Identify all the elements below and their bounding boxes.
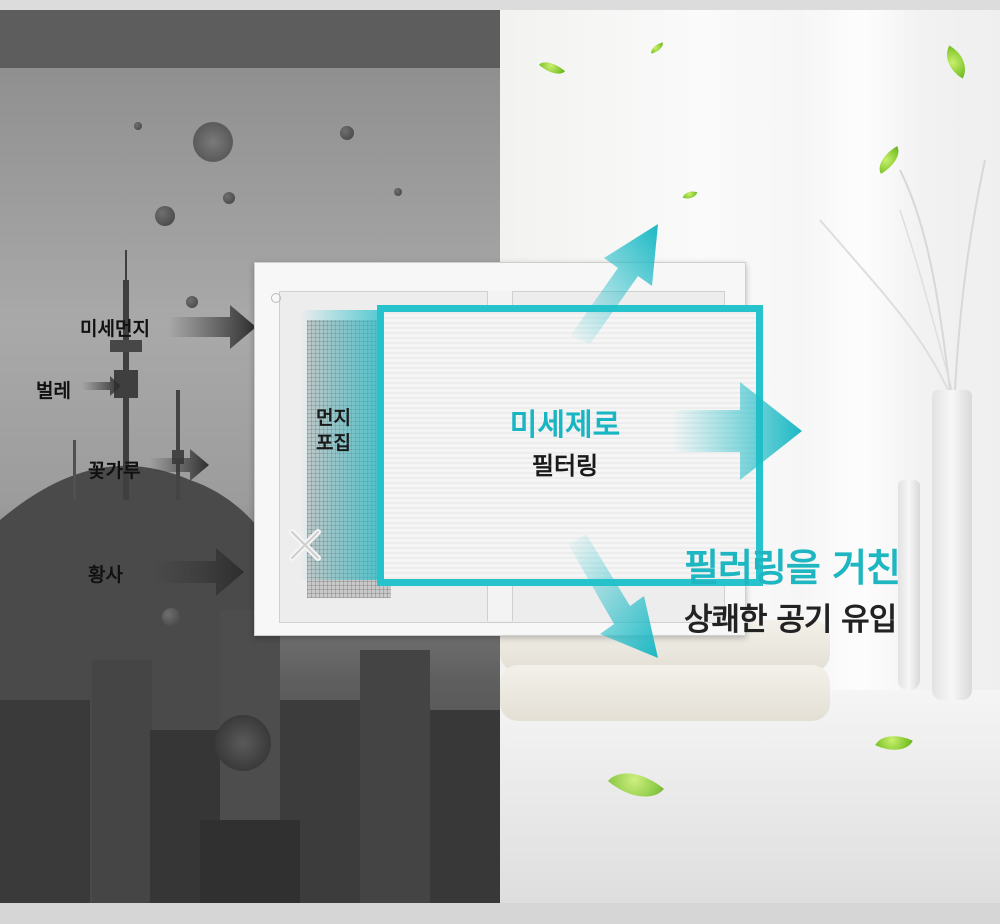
- dust-capture-line2: 포집: [316, 431, 351, 454]
- vase: [898, 480, 920, 690]
- bottom-border: [0, 903, 1000, 924]
- arrow-cyan-icon: [568, 534, 658, 658]
- dust-particle-icon: [134, 122, 142, 130]
- filter-subtitle: 필터링: [531, 452, 599, 480]
- dust-particle-icon: [155, 206, 175, 226]
- micro-zero-filter: [377, 305, 763, 586]
- dust-particle-icon: [215, 715, 271, 771]
- branches-icon: [819, 159, 986, 391]
- arrow-cyan-icon: [570, 224, 658, 344]
- pollutant-label-pollen: 꽃가루: [88, 460, 141, 482]
- dust-particle-icon: [186, 296, 198, 308]
- headline-subtitle: 상쾌한 공기 유입: [684, 602, 897, 638]
- dust-particle-icon: [162, 608, 180, 626]
- arrow-right-dark-icon: [150, 449, 209, 481]
- cushion: [500, 665, 830, 721]
- screw-icon: [271, 293, 281, 303]
- clean-floor: [500, 690, 1000, 903]
- dust-capture-line1: 먼지: [316, 407, 351, 429]
- dust-particle-icon: [394, 188, 402, 196]
- pollutant-label-insects: 벌레: [36, 380, 71, 402]
- dust-capture-label: 먼지 포집: [316, 406, 351, 455]
- arrow-right-dark-icon: [82, 376, 121, 396]
- dust-particle-icon: [340, 126, 354, 140]
- vase: [932, 390, 972, 700]
- pollutant-label-yellow-dust: 황사: [88, 564, 123, 586]
- latch-icon: [289, 529, 321, 561]
- arrow-cyan-icon: [672, 382, 802, 480]
- headline-title: 필러링을 거친: [684, 546, 901, 590]
- dust-particle-icon: [223, 192, 235, 204]
- arrow-right-dark-icon: [168, 305, 256, 349]
- dark-header-band: [0, 10, 500, 68]
- pollutant-label-fine-dust: 미세먼지: [80, 318, 150, 340]
- top-border: [0, 0, 1000, 10]
- dust-particle-icon: [193, 122, 233, 162]
- city-silhouette-icon: [0, 250, 500, 903]
- arrow-right-dark-icon: [150, 548, 244, 596]
- filter-title: 미세제로: [509, 408, 621, 443]
